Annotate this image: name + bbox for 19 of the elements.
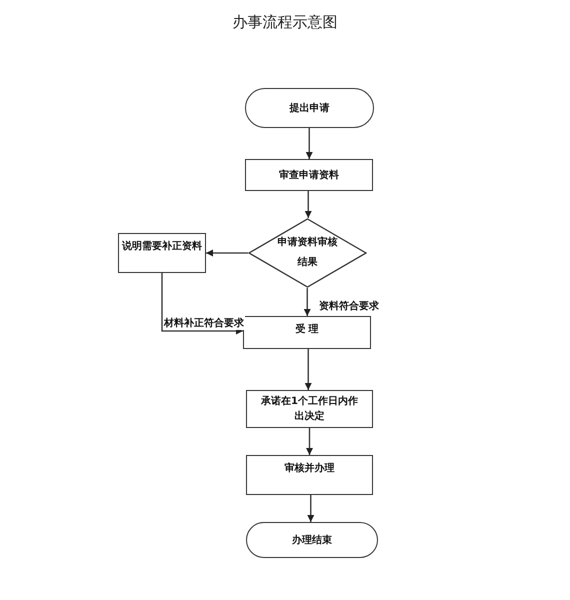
process-box: 受 理: [243, 316, 371, 349]
process-box: 审查申请资料: [245, 159, 373, 191]
arrow: [206, 250, 248, 256]
arrow: [161, 273, 243, 334]
arrow: [306, 128, 313, 159]
process-box: 审核并办理: [246, 455, 373, 495]
process-box: 说明需要补正资料: [118, 233, 206, 273]
edge-label: 材料补正符合要求: [163, 316, 245, 330]
arrow: [304, 288, 311, 316]
arrow: [304, 349, 312, 390]
arrow: [306, 428, 313, 455]
diagram-title: 办事流程示意图: [232, 13, 338, 32]
process-box: 承诺在1个工作日内作出决定: [246, 390, 373, 428]
terminal-box: 提出申请: [245, 88, 374, 128]
decision-text: 申请资料审核结果: [278, 235, 338, 270]
arrow: [307, 495, 314, 522]
terminal-box: 办理结束: [246, 522, 378, 558]
edge-label: 资料符合要求: [318, 299, 380, 313]
arrow: [304, 191, 312, 218]
